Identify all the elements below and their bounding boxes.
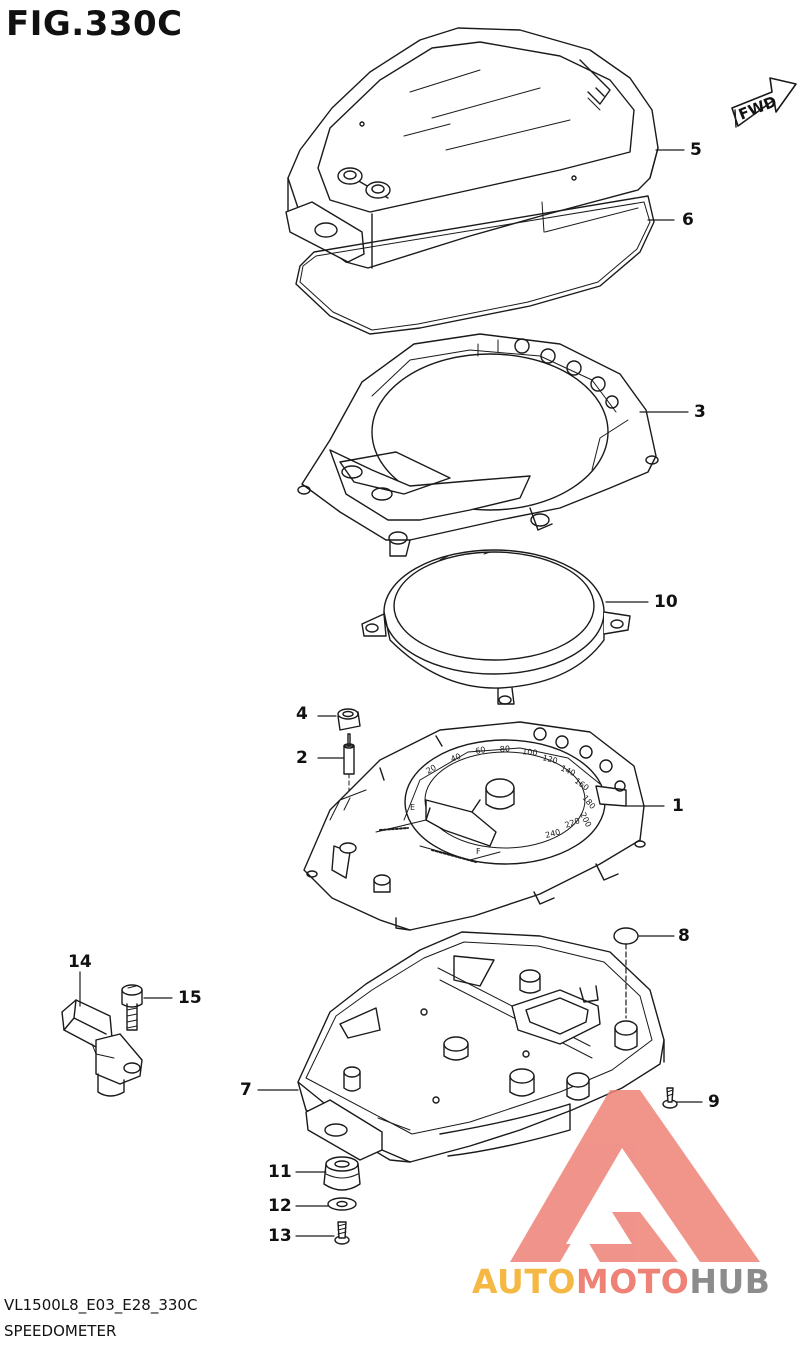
callout-10: 10 <box>654 592 678 612</box>
part-7-lower-case <box>297 931 665 1163</box>
callout-13: 13 <box>268 1226 292 1246</box>
callout-7: 7 <box>240 1080 252 1100</box>
dial-number-120: 120 <box>542 753 559 765</box>
watermark-text: AUTOMOTOHUB <box>472 1262 770 1301</box>
part-6-gasket <box>295 195 655 335</box>
dial-number-100: 100 <box>522 747 538 758</box>
callout-5: 5 <box>690 140 702 160</box>
part-5-upper-cover <box>285 27 659 269</box>
dial-number-60: 60 <box>475 745 487 756</box>
watermark-part-moto: MOTO <box>575 1262 690 1301</box>
part-8-seal <box>613 927 639 945</box>
part-11-grommet <box>323 1156 361 1191</box>
dial-number-80: 80 <box>500 744 511 754</box>
callout-15: 15 <box>178 988 202 1008</box>
watermark-part-auto: AUTO <box>472 1262 576 1301</box>
model-code: VL1500L8_E03_E28_330C <box>4 1296 198 1314</box>
gauge-empty-mark: E <box>410 803 415 812</box>
fwd-arrow-icon <box>731 77 797 128</box>
part-14-speed-sensor <box>61 999 143 1097</box>
leader-lines <box>79 149 703 1237</box>
dial-number-40: 40 <box>449 752 462 764</box>
part-12-washer <box>327 1197 357 1211</box>
callout-4: 4 <box>296 704 308 724</box>
callout-12: 12 <box>268 1196 292 1216</box>
callout-8: 8 <box>678 926 690 946</box>
callout-9: 9 <box>708 1092 720 1112</box>
part-15-bolt <box>121 984 143 1031</box>
figure-title: FIG.330C <box>6 4 183 44</box>
section-name: SPEEDOMETER <box>4 1322 117 1340</box>
dial-number-240: 240 <box>544 828 561 840</box>
callout-6: 6 <box>682 210 694 230</box>
watermark-logo-icon <box>510 1090 760 1262</box>
callout-2: 2 <box>296 748 308 768</box>
callout-14: 14 <box>68 952 92 972</box>
callout-3: 3 <box>694 402 706 422</box>
callout-1: 1 <box>672 796 684 816</box>
part-1-meter-assembly <box>303 721 646 931</box>
part-10-ring <box>361 549 631 705</box>
part-13-screw <box>334 1221 350 1245</box>
gauge-full-mark: F <box>476 847 481 856</box>
dial-number-20: 20 <box>425 763 438 776</box>
part-3-bezel <box>297 333 659 557</box>
part-4-cap <box>337 708 361 731</box>
part-2-pin <box>343 733 355 841</box>
callout-11: 11 <box>268 1162 292 1182</box>
part-9-screw <box>662 1087 678 1109</box>
watermark-part-hub: HUB <box>689 1262 771 1301</box>
